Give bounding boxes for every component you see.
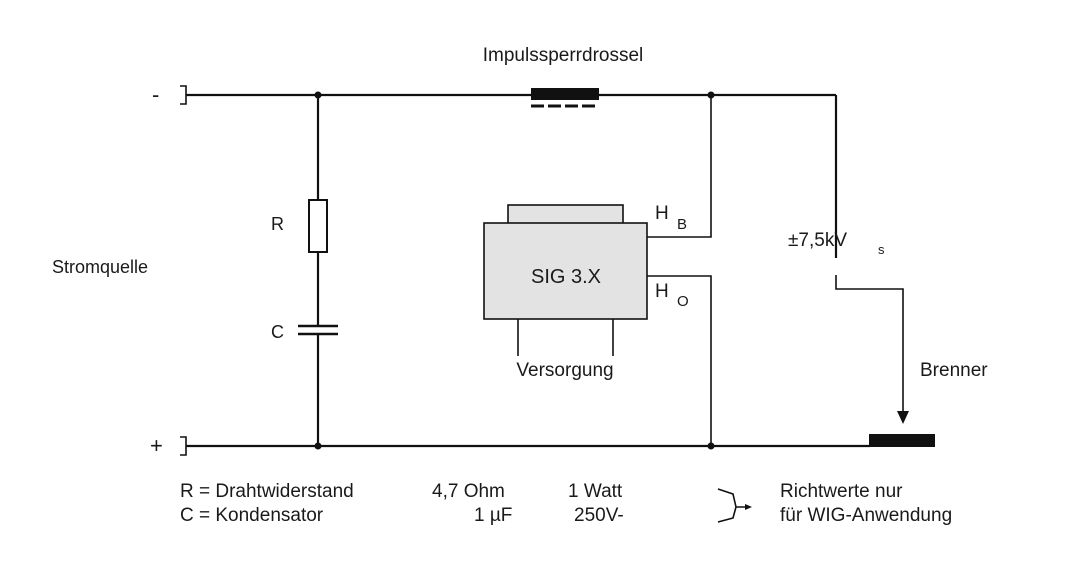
pin-hb-main: H xyxy=(655,203,669,224)
arrow-head-icon xyxy=(897,411,909,424)
pin-hb-sub: B xyxy=(677,216,687,233)
torch-symbol xyxy=(869,434,935,447)
source-label: Stromquelle xyxy=(52,257,148,277)
hb-wire xyxy=(647,95,712,238)
capacitor-label: C xyxy=(271,322,284,342)
voltage-sub: s xyxy=(878,242,885,257)
resistor-label: R xyxy=(271,214,284,234)
terminal-minus-label: - xyxy=(152,82,159,107)
pin-ho-sub: O xyxy=(677,293,689,310)
legend-r-symbol: R = Drahtwiderstand xyxy=(180,481,354,502)
legend-brace xyxy=(717,488,748,523)
legend: R = Drahtwiderstand 4,7 Ohm 1 Watt C = K… xyxy=(180,481,952,526)
legend-c-rating: 250V- xyxy=(574,505,624,526)
legend-c-value: 1 µF xyxy=(474,505,512,526)
module-body xyxy=(483,222,648,320)
choke-title: Impulssperrdrossel xyxy=(483,45,644,66)
choke-symbol xyxy=(531,88,599,108)
terminal-plus-label: + xyxy=(150,433,163,458)
pin-ho-main: H xyxy=(655,281,669,302)
hv-wire-lower xyxy=(835,275,904,415)
legend-r-rating: 1 Watt xyxy=(568,481,623,502)
terminal-minus-bracket xyxy=(180,85,187,105)
ho-wire xyxy=(647,275,712,446)
legend-note-line2: für WIG-Anwendung xyxy=(780,505,952,526)
sig-module: SIG 3.X xyxy=(483,204,648,320)
legend-c-symbol: C = Kondensator xyxy=(180,505,324,526)
torch-label: Brenner xyxy=(920,360,988,381)
legend-r-value: 4,7 Ohm xyxy=(432,481,505,502)
terminal-plus-bracket xyxy=(180,436,187,456)
voltage-label: ±7,5kV xyxy=(788,230,847,251)
brace-arrow-icon xyxy=(745,504,752,510)
resistor-symbol xyxy=(308,199,328,253)
module-top-tab xyxy=(507,204,624,225)
supply-label: Versorgung xyxy=(516,360,613,381)
module-name: SIG 3.X xyxy=(531,266,601,288)
legend-note-line1: Richtwerte nur xyxy=(780,481,903,502)
